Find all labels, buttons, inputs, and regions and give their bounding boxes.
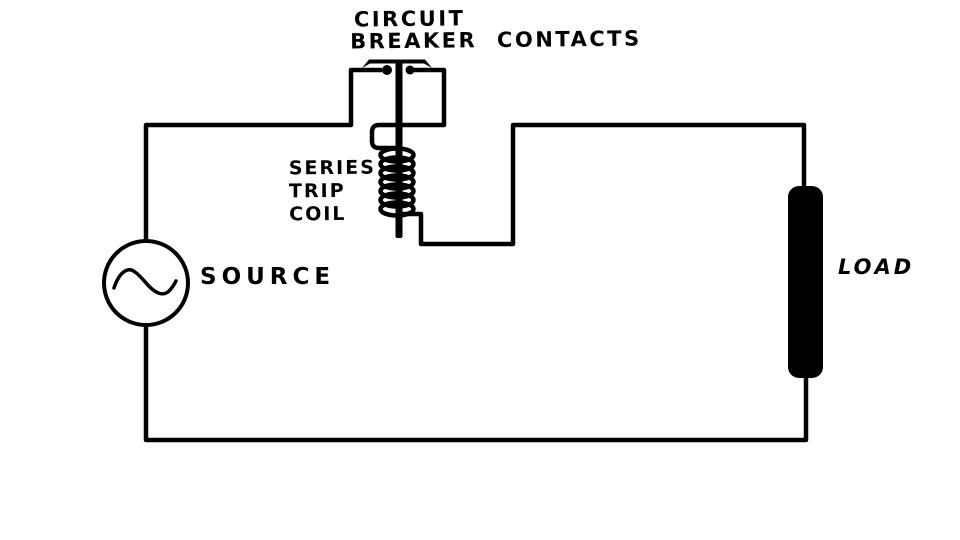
breaker-label-line2: BREAKER CONTACTS (349, 26, 642, 54)
ac-source-circle (102, 239, 190, 327)
load-element (788, 186, 823, 378)
sine-wave-icon (112, 268, 178, 296)
breaker-contact-dot-left (382, 65, 392, 75)
coil-label-line1: SERIES (288, 156, 376, 180)
source-label: SOURCE (200, 264, 336, 290)
load-label: LOAD (838, 255, 915, 279)
series-trip-coil-label: SERIES TRIP COIL (289, 157, 377, 227)
wire-bottom-return (143, 324, 809, 443)
wire-coil-to-load (400, 122, 807, 247)
wire-group (102, 67, 809, 443)
breaker-label: CIRCUIT BREAKER CONTACTS (350, 6, 642, 53)
breaker-operating-rod (395, 60, 403, 238)
wire-right-contact-to-coil (369, 67, 447, 151)
breaker-bridge-bar (362, 59, 432, 68)
coil-label-line3: COIL (289, 202, 347, 226)
wire-source-to-left-contact (143, 67, 382, 241)
breaker-contact-dot-right (405, 65, 415, 75)
coil-label-line2: TRIP (288, 179, 346, 203)
solid-group (362, 59, 823, 378)
